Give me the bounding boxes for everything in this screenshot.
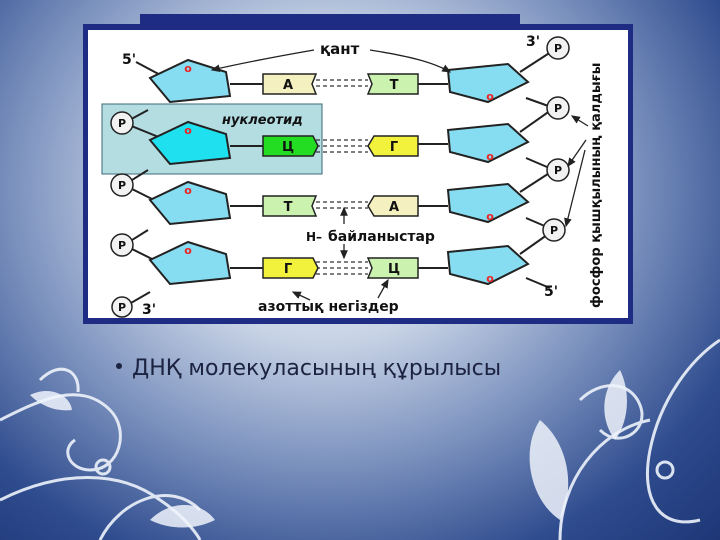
phosphate-right-4 [542, 218, 566, 242]
phosphate-label: P [118, 301, 126, 314]
phosphate-label: P [554, 164, 562, 177]
base-left-3 [262, 195, 318, 217]
phosphate-label: P [118, 179, 126, 192]
base-right-3 [367, 195, 419, 217]
oxygen-mark: o [486, 272, 494, 285]
base-right-2-label: Г [390, 140, 398, 155]
dna-structure-diagram: А Т Ц Г Т А Г Ц o o o o o o o o P P P P … [88, 30, 628, 318]
oxygen-mark: o [486, 90, 494, 103]
phosphate-left-4 [111, 296, 133, 318]
caption-text: ДНҚ молекуласының құрылысы [132, 356, 502, 381]
oxygen-mark: o [184, 124, 192, 137]
phosphate-label: P [118, 239, 126, 252]
end-3-bottom: 3' [142, 302, 156, 318]
base-right-1 [366, 73, 419, 95]
base-right-2 [367, 135, 419, 157]
phosphate-left-3 [110, 233, 134, 257]
base-left-4-label: Г [284, 262, 292, 277]
end-5-bottom: 5' [544, 284, 558, 300]
base-right-1-label: Т [390, 78, 399, 93]
oxygen-mark: o [486, 150, 494, 163]
base-right-4 [366, 257, 419, 279]
phosphate-left-1 [110, 111, 134, 135]
nucleotide-label: нуклеотид [222, 113, 303, 128]
base-right-4-label: Ц [388, 262, 400, 277]
phosphate-label: P [554, 102, 562, 115]
base-left-2 [262, 135, 319, 157]
h-bond-label: байланыстар [328, 229, 435, 245]
phosphate-left-2 [110, 173, 134, 197]
sugar-left-3 [148, 180, 232, 226]
sugar-right-3 [446, 182, 530, 224]
oxygen-mark: o [184, 244, 192, 257]
base-right-3-label: А [389, 200, 399, 215]
base-left-1 [262, 73, 318, 95]
bases-label: азоттық негіздер [258, 299, 399, 315]
end-3-top: 3' [526, 34, 540, 50]
sugar-left-2 [148, 120, 232, 166]
sugar-label: қант [320, 40, 360, 58]
oxygen-mark: o [184, 62, 192, 75]
caption: ДНҚ молекуласының құрылысы [116, 356, 501, 381]
base-left-1-label: А [283, 78, 293, 93]
oxygen-mark: o [184, 184, 192, 197]
phosphate-label: P [554, 42, 562, 55]
base-left-4 [262, 257, 319, 279]
oxygen-mark: o [486, 210, 494, 223]
phosphate-label: P [550, 224, 558, 237]
phosphate-right-1 [546, 36, 570, 60]
phosphate-label: P [118, 117, 126, 130]
sugar-right-1 [446, 62, 530, 104]
h-bond-prefix: H– [306, 230, 322, 244]
base-left-3-label: Т [284, 200, 293, 215]
sugar-right-2 [446, 122, 530, 164]
base-left-2-label: Ц [282, 140, 294, 155]
end-5-top: 5' [122, 52, 136, 68]
bullet-dot [116, 363, 122, 369]
phosphate-residue-label: фосфор қышқылының қалдығы [589, 63, 604, 308]
sugar-right-4 [446, 244, 530, 286]
phosphate-right-3 [546, 158, 570, 182]
sugar-left-4 [148, 240, 232, 286]
phosphate-right-2 [546, 96, 570, 120]
